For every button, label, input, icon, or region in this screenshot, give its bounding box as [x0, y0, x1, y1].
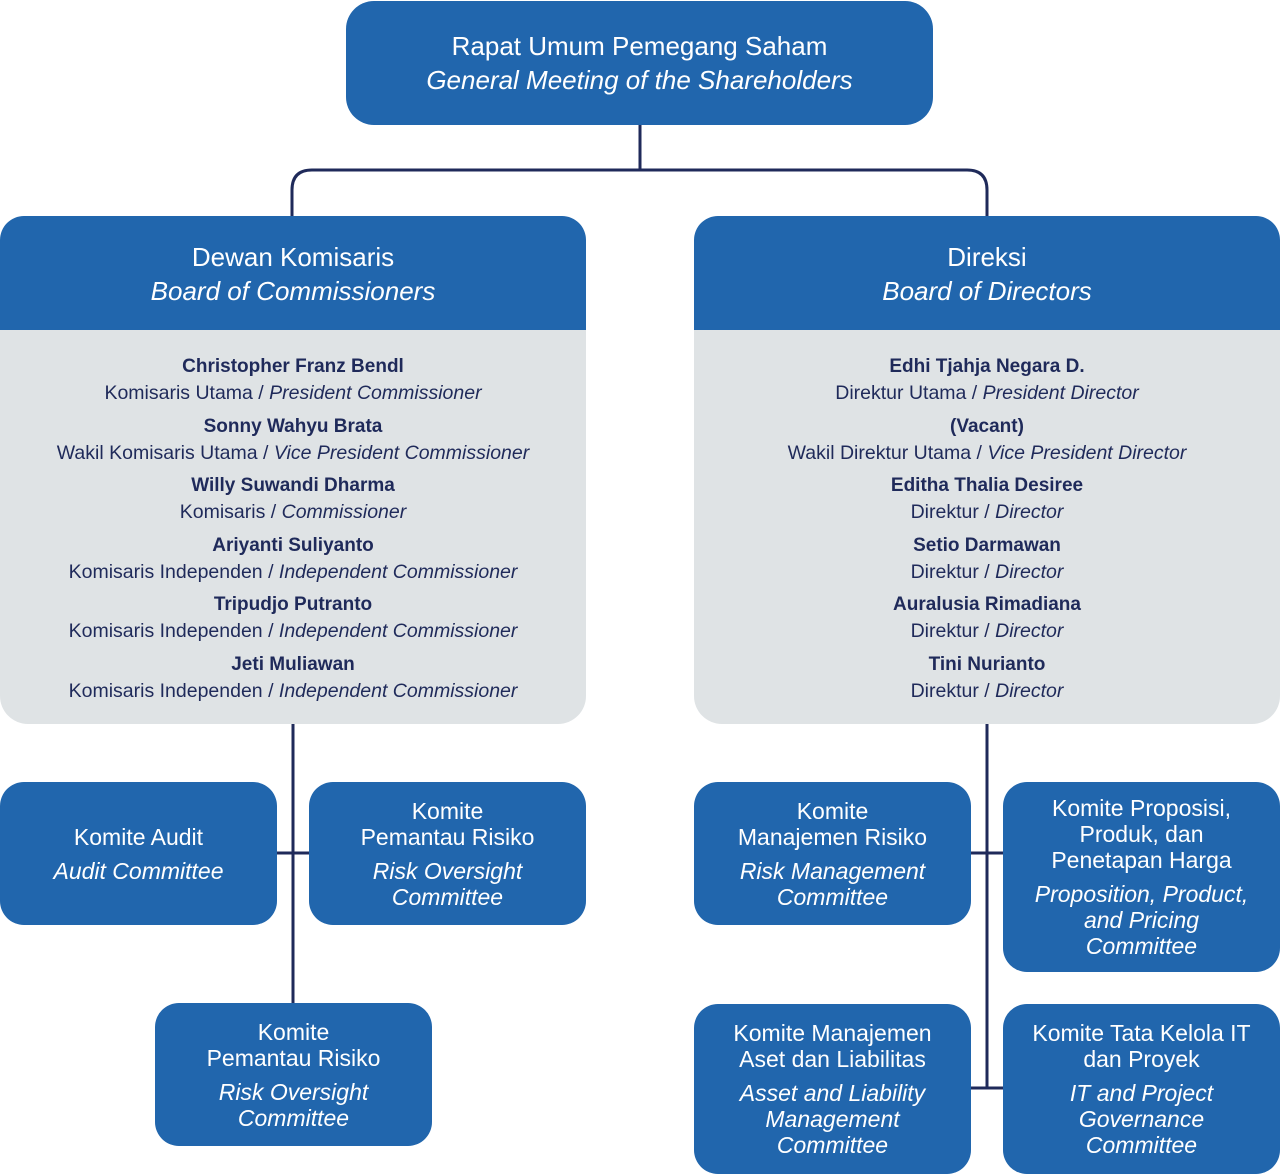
commissioners-title: Dewan Komisaris — [191, 242, 395, 272]
member-name: Jeti Muliawan — [231, 653, 355, 675]
audit-committee-box: Komite Audit Audit Committee — [0, 782, 277, 925]
committee-name: Komite Tata Kelola IT — [1032, 1020, 1251, 1046]
gms-title: Rapat Umum Pemegang Saham — [451, 31, 828, 61]
commissioner-member: Jeti Muliawan Komisaris Independen / Ind… — [0, 652, 586, 712]
directors-subtitle: Board of Directors — [882, 276, 1092, 306]
member-role: Komisaris Utama / President Commissioner — [104, 382, 482, 404]
committee-name-en: Proposition, Product, — [1034, 881, 1249, 907]
gms-box: Rapat Umum Pemegang Saham General Meetin… — [346, 1, 933, 125]
committee-name: Aset dan Liabilitas — [739, 1046, 926, 1072]
committee-name-en: Committee — [237, 1104, 350, 1131]
member-name: Sonny Wahyu Brata — [203, 415, 383, 437]
commissioners-header: Dewan Komisaris Board of Commissioners — [0, 216, 586, 330]
member-role: Wakil Direktur Utama / Vice President Di… — [787, 441, 1187, 464]
committee-name-en: Committee — [391, 883, 504, 910]
risk-oversight-committee-box-2: Komite Pemantau Risiko Risk Oversight Co… — [155, 1003, 432, 1146]
member-name: Ariyanti Suliyanto — [212, 534, 374, 556]
committee-name-en: Risk Oversight — [372, 857, 523, 884]
committee-name-en: Management — [765, 1106, 900, 1132]
member-role: Komisaris Independen / Independent Commi… — [68, 679, 518, 702]
connector-director-committees — [970, 724, 1003, 1090]
director-member: (Vacant) Wakil Direktur Utama / Vice Pre… — [694, 414, 1280, 474]
committee-name: Manajemen Risiko — [737, 823, 928, 850]
directors-header: Direksi Board of Directors — [694, 216, 1280, 330]
member-name: Willy Suwandi Dharma — [191, 475, 395, 496]
risk-oversight-committee-box: Komite Pemantau Risiko Risk Oversight Co… — [309, 782, 586, 925]
committee-name: Komite — [796, 797, 869, 824]
member-role: Direktur / Director — [910, 501, 1064, 523]
member-role: Wakil Komisaris Utama / Vice President C… — [56, 441, 530, 464]
committee-name: Penetapan Harga — [1051, 847, 1232, 873]
member-role: Komisaris / Commissioner — [179, 501, 407, 523]
member-name: Christopher Franz Bendl — [182, 356, 404, 377]
committee-name: Komite — [257, 1018, 330, 1045]
gms-subtitle: General Meeting of the Shareholders — [426, 65, 853, 95]
risk-management-committee-box: Komite Manajemen Risiko Risk Management … — [694, 782, 971, 925]
committee-name: Komite Proposisi, — [1052, 795, 1231, 821]
member-role: Komisaris Independen / Independent Commi… — [68, 620, 518, 642]
commissioner-member: Sonny Wahyu Brata Wakil Komisaris Utama … — [0, 414, 586, 474]
commissioner-member: Willy Suwandi Dharma Komisaris / Commiss… — [0, 473, 586, 533]
commissioner-member: Ariyanti Suliyanto Komisaris Independen … — [0, 533, 586, 593]
committee-name: Komite Audit — [73, 823, 204, 850]
connector-gms-to-boards — [290, 124, 989, 216]
director-member: Edhi Tjahja Negara D. Direktur Utama / P… — [694, 354, 1280, 414]
director-member: Editha Thalia Desiree Direktur / Directo… — [694, 473, 1280, 533]
member-role: Direktur / Director — [910, 679, 1064, 702]
member-role: Direktur Utama / President Director — [835, 382, 1139, 404]
committee-name: Pemantau Risiko — [360, 823, 535, 850]
committee-name: Komite — [411, 797, 484, 824]
member-name: (Vacant) — [950, 415, 1024, 437]
director-member: Auralusia Rimadiana Direktur / Director — [694, 592, 1280, 652]
committee-name-en: Risk Management — [739, 857, 926, 884]
committee-name-en: Committee — [776, 1132, 889, 1158]
it-project-governance-committee-box: Komite Tata Kelola IT dan Proyek IT and … — [1003, 1004, 1280, 1174]
committee-name-en: IT and Project — [1069, 1080, 1214, 1106]
proposition-product-pricing-committee-box: Komite Proposisi, Produk, dan Penetapan … — [1003, 782, 1280, 972]
committee-name-en: Committee — [776, 883, 889, 910]
commissioners-subtitle: Board of Commissioners — [150, 276, 436, 306]
member-name: Tripudjo Putranto — [213, 594, 373, 615]
member-name: Setio Darmawan — [913, 534, 1061, 556]
member-name: Auralusia Rimadiana — [893, 594, 1081, 615]
committee-name: dan Proyek — [1083, 1046, 1200, 1072]
member-role: Direktur / Director — [910, 560, 1064, 583]
member-name: Tini Nurianto — [928, 653, 1046, 675]
committee-name-en: Risk Oversight — [218, 1078, 369, 1105]
committee-name-en: Governance — [1078, 1106, 1205, 1132]
director-member: Setio Darmawan Direktur / Director — [694, 533, 1280, 593]
director-member: Tini Nurianto Direktur / Director — [694, 652, 1280, 712]
member-role: Komisaris Independen / Independent Commi… — [68, 560, 518, 583]
committee-name: Pemantau Risiko — [206, 1044, 381, 1071]
committee-name: Produk, dan — [1079, 821, 1204, 847]
committee-name-en: Committee — [1085, 1132, 1198, 1158]
committee-name-en: Asset and Liability — [739, 1080, 926, 1106]
asset-liability-committee-box: Komite Manajemen Aset dan Liabilitas Ass… — [694, 1004, 971, 1174]
committee-name: Komite Manajemen — [733, 1020, 932, 1046]
commissioner-member: Christopher Franz Bendl Komisaris Utama … — [0, 354, 586, 414]
member-role: Direktur / Director — [910, 620, 1064, 642]
member-name: Editha Thalia Desiree — [890, 475, 1084, 496]
directors-title: Direksi — [947, 242, 1027, 272]
connector-commissioner-committees — [277, 724, 309, 1003]
committee-name-en: Committee — [1085, 933, 1198, 959]
commissioner-member: Tripudjo Putranto Komisaris Independen /… — [0, 592, 586, 652]
committee-name-en: and Pricing — [1083, 907, 1200, 933]
member-name: Edhi Tjahja Negara D. — [889, 356, 1085, 377]
committee-name-en: Audit Committee — [53, 857, 224, 884]
commissioners-members-panel: Christopher Franz Bendl Komisaris Utama … — [0, 330, 586, 724]
directors-members-panel: Edhi Tjahja Negara D. Direktur Utama / P… — [694, 330, 1280, 724]
